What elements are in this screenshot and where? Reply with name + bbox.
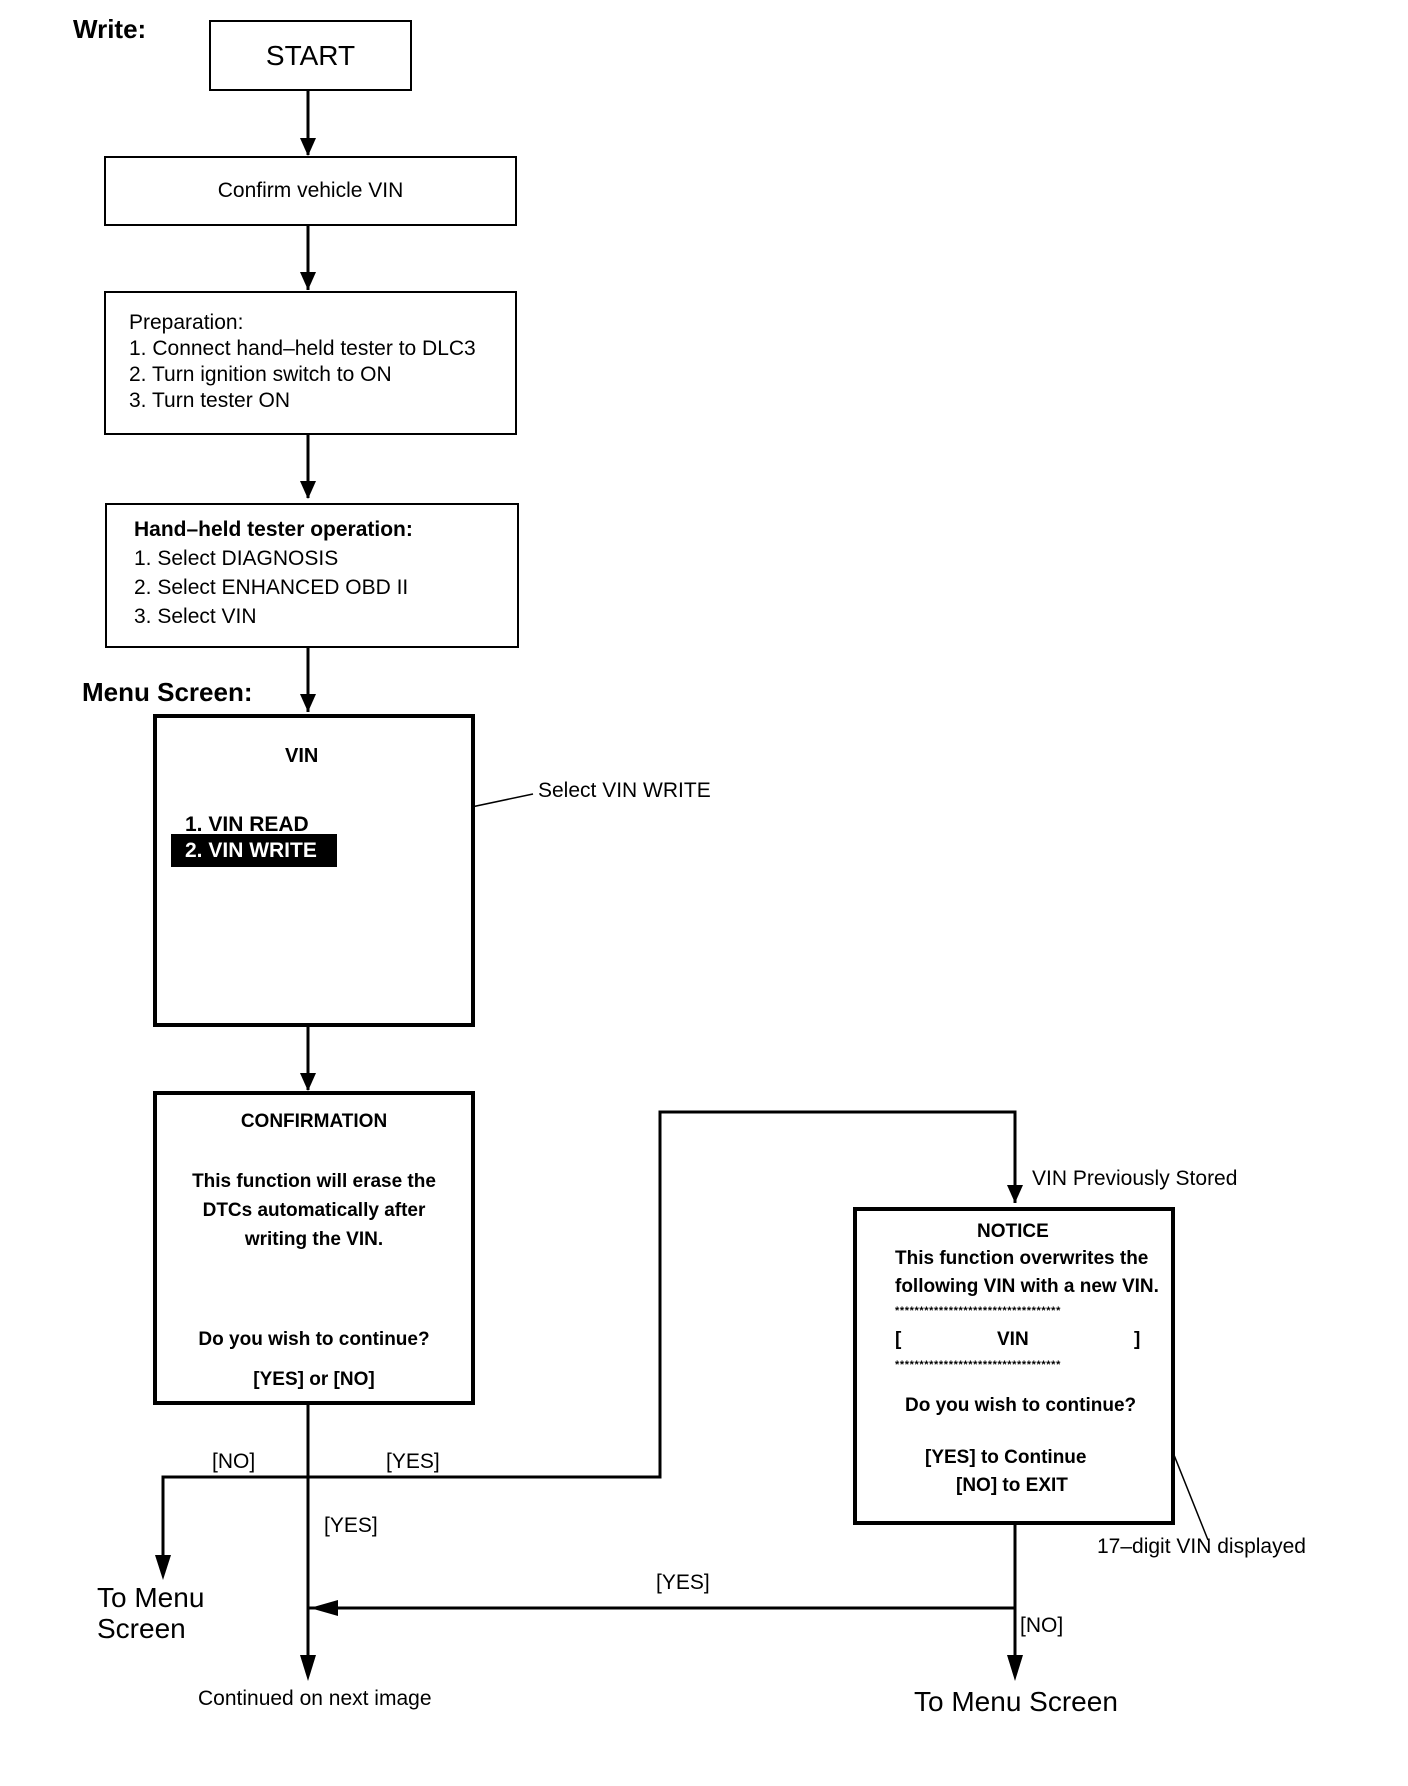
section-menu-label: Menu Screen: [82, 677, 253, 707]
confirm-vin-box: Confirm vehicle VIN [104, 156, 517, 226]
label-yes-return: [YES] [656, 1571, 710, 1594]
notice-stars: ********************************** [895, 1305, 1061, 1317]
callout-select-vin-write: Select VIN WRITE [538, 779, 711, 802]
notice-vin: VIN [997, 1329, 1029, 1350]
vin-menu-title: VIN [285, 745, 319, 767]
label-no-notice: [NO] [1020, 1614, 1064, 1637]
notice-stars: ********************************** [895, 1359, 1061, 1371]
notice-bracket-right: ] [1134, 1329, 1141, 1350]
continued-on-next-image: Continued on next image [198, 1687, 432, 1710]
notice-title: NOTICE [977, 1221, 1049, 1242]
tester-operation-box: Hand–held tester operation: 1. Select DI… [105, 503, 519, 648]
confirmation-message-line: DTCs automatically after [202, 1200, 426, 1221]
label-yes-to-notice: [YES] [386, 1450, 440, 1473]
arrowhead [310, 1600, 338, 1616]
preparation-step: 2. Turn ignition switch to ON [129, 363, 392, 386]
confirm-vin-label: Confirm vehicle VIN [217, 179, 404, 202]
notice-question: Do you wish to continue? [905, 1395, 1137, 1416]
tester-operation-title: Hand–held tester operation: [134, 518, 413, 541]
tester-operation-step: 1. Select DIAGNOSIS [134, 547, 339, 570]
confirmation-options: [YES] or [NO] [253, 1369, 375, 1390]
vin-menu-item-write: 2. VIN WRITE [185, 839, 317, 862]
to-menu-line: To Menu [97, 1582, 205, 1613]
arrowhead [1007, 1185, 1023, 1203]
preparation-step: 1. Connect hand–held tester to DLC3 [129, 337, 476, 360]
arrowhead [300, 272, 316, 290]
vin-menu-item-write-highlight: 2. VIN WRITE [171, 834, 337, 867]
label-no-left: [NO] [212, 1450, 256, 1473]
notice-yes-option: [YES] to Continue [925, 1447, 1087, 1468]
arrowhead [300, 1073, 316, 1091]
confirmation-message-line: This function will erase the [192, 1171, 436, 1192]
notice-screen: NOTICE This function overwrites the foll… [853, 1207, 1175, 1525]
line-yes-to-notice [308, 1110, 1017, 1479]
start-label: START [265, 40, 356, 71]
arrowhead [300, 694, 316, 712]
tester-operation-step: 3. Select VIN [134, 605, 257, 628]
arrowhead [155, 1555, 171, 1580]
line-no-to-menu [161, 1475, 308, 1570]
preparation-step: 3. Turn tester ON [129, 389, 291, 412]
notice-message-line: This function overwrites the [895, 1248, 1149, 1269]
label-vin-previously-stored: VIN Previously Stored [1032, 1167, 1238, 1190]
label-vin-displayed: 17–digit VIN displayed [1097, 1535, 1306, 1558]
notice-no-option: [NO] to EXIT [956, 1475, 1068, 1496]
tester-operation-step: 2. Select ENHANCED OBD II [134, 576, 409, 599]
vin-menu-screen: VIN 1. VIN READ 2. VIN WRITE [153, 714, 475, 1027]
arrowhead [1007, 1655, 1023, 1681]
notice-message-line: following VIN with a new VIN. [895, 1276, 1159, 1297]
preparation-box: Preparation: 1. Connect hand–held tester… [104, 291, 517, 435]
arrowhead [300, 1655, 316, 1681]
vin-menu-item-read: 1. VIN READ [185, 813, 309, 836]
confirmation-screen: CONFIRMATION This function will erase th… [153, 1091, 475, 1405]
to-menu-line: Screen [97, 1613, 186, 1644]
to-menu-screen-right: To Menu Screen [914, 1686, 1118, 1717]
notice-bracket-left: [ [895, 1329, 902, 1350]
arrowhead [300, 138, 316, 156]
to-menu-screen-left: To Menu Screen [97, 1582, 204, 1644]
preparation-title: Preparation: [129, 311, 244, 334]
label-yes-down: [YES] [324, 1514, 378, 1537]
confirmation-message-line: writing the VIN. [244, 1229, 384, 1250]
start-box: START [209, 20, 412, 91]
section-write-label: Write: [73, 14, 147, 44]
confirmation-title: CONFIRMATION [240, 1111, 388, 1132]
confirmation-question: Do you wish to continue? [198, 1329, 430, 1350]
arrowhead [300, 481, 316, 499]
